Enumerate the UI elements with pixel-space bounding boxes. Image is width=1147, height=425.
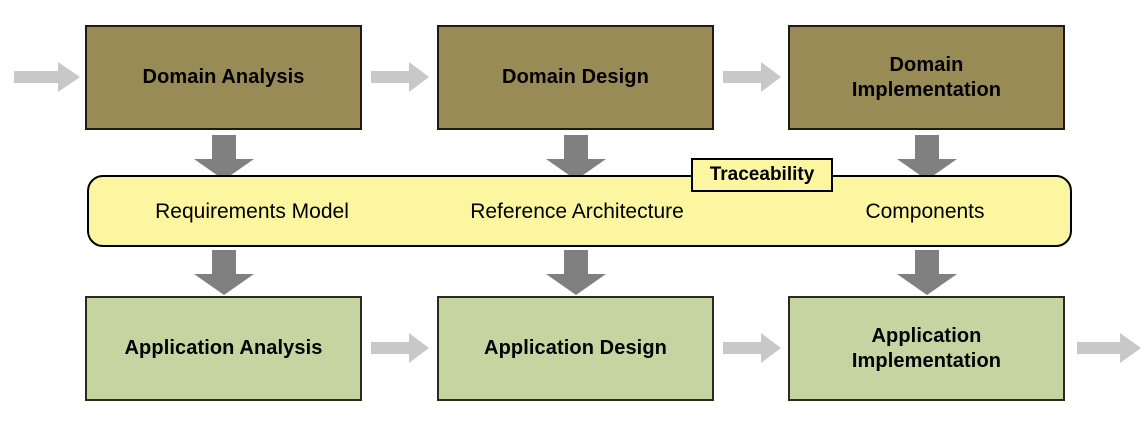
application-design-box[interactable]: Application Design bbox=[437, 296, 714, 401]
application-design-to-implementation-arrow-icon bbox=[723, 333, 781, 363]
requirements-model-down-arrow-icon bbox=[194, 250, 254, 295]
artifact-band bbox=[87, 175, 1072, 247]
domain-implementation-label: Domain Implementation bbox=[851, 53, 1002, 101]
requirements-model-label: Requirements Model bbox=[155, 200, 349, 223]
traceability-label: Traceability bbox=[709, 164, 815, 185]
domain-design-to-implementation-arrow-icon bbox=[723, 62, 781, 92]
application-analysis-to-design-arrow-icon bbox=[371, 333, 429, 363]
traceability-annotation-box[interactable]: Traceability bbox=[691, 158, 833, 192]
application-analysis-label: Application Analysis bbox=[124, 337, 323, 359]
domain-design-label: Domain Design bbox=[502, 66, 649, 88]
domain-analysis-down-arrow-icon bbox=[194, 135, 254, 180]
application-implementation-label: Application Implementation bbox=[851, 324, 1002, 372]
entry-arrow-icon bbox=[14, 62, 80, 92]
application-design-label: Application Design bbox=[484, 337, 667, 359]
reference-architecture-down-arrow-icon bbox=[546, 250, 606, 295]
application-implementation-box[interactable]: Application Implementation bbox=[788, 296, 1065, 401]
domain-analysis-label: Domain Analysis bbox=[142, 66, 305, 88]
domain-design-box[interactable]: Domain Design bbox=[437, 25, 714, 130]
components-label: Components bbox=[865, 200, 985, 223]
reference-architecture-label: Reference Architecture bbox=[470, 200, 684, 223]
application-analysis-box[interactable]: Application Analysis bbox=[85, 296, 362, 401]
domain-implementation-down-arrow-icon bbox=[897, 135, 957, 180]
components-down-arrow-icon bbox=[897, 250, 957, 295]
domain-analysis-box[interactable]: Domain Analysis bbox=[85, 25, 362, 130]
domain-implementation-box[interactable]: Domain Implementation bbox=[788, 25, 1065, 130]
exit-arrow-icon bbox=[1077, 333, 1141, 363]
domain-analysis-to-design-arrow-icon bbox=[371, 62, 429, 92]
domain-design-down-arrow-icon bbox=[546, 135, 606, 180]
